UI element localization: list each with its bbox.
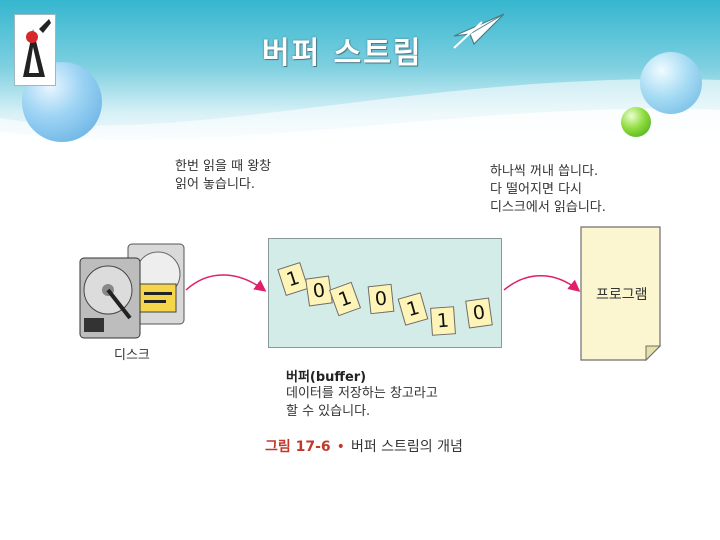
buffer-box: 1 0 1 0 1 1 0 (268, 238, 502, 348)
disk-label: 디스크 (114, 348, 150, 363)
buffer-bit: 1 (430, 306, 456, 336)
caption-bullet: • (336, 439, 345, 455)
buffer-description: 데이터를 저장하는 창고라고 할 수 있습니다. (286, 386, 438, 419)
decorative-bubble-right (640, 52, 702, 114)
decorative-bubble-green (621, 107, 651, 137)
caption-read-bulk: 한번 읽을 때 왕창 읽어 놓습니다. (175, 159, 272, 192)
buffer-title: 버퍼(buffer) (286, 370, 367, 385)
arrow-disk-to-buffer (185, 274, 267, 292)
hard-disk-icon (79, 243, 185, 339)
paper-plane-icon (453, 13, 505, 49)
document-icon (580, 226, 662, 362)
figure-caption-text: 버퍼 스트림의 개념 (350, 439, 463, 455)
arrow-buffer-to-program (503, 275, 581, 292)
program-label: 프로그램 (596, 287, 648, 303)
figure-number: 그림 17-6 (265, 439, 331, 455)
buffer-bit: 0 (367, 283, 395, 315)
buffer-bit: 1 (277, 261, 309, 297)
buffer-bit: 1 (328, 281, 362, 317)
java-duke-logo-icon (14, 14, 56, 86)
figure-caption: 그림 17-6 • 버퍼 스트림의 개념 (265, 436, 463, 456)
banner-wave (0, 79, 720, 150)
page-title: 버퍼 스트림 (262, 36, 423, 71)
buffer-bit: 1 (397, 292, 429, 326)
buffer-bit: 0 (465, 297, 493, 329)
caption-read-one: 하나씩 꺼내 씁니다. 다 떨어지면 다시 디스크에서 읽습니다. (490, 164, 606, 215)
